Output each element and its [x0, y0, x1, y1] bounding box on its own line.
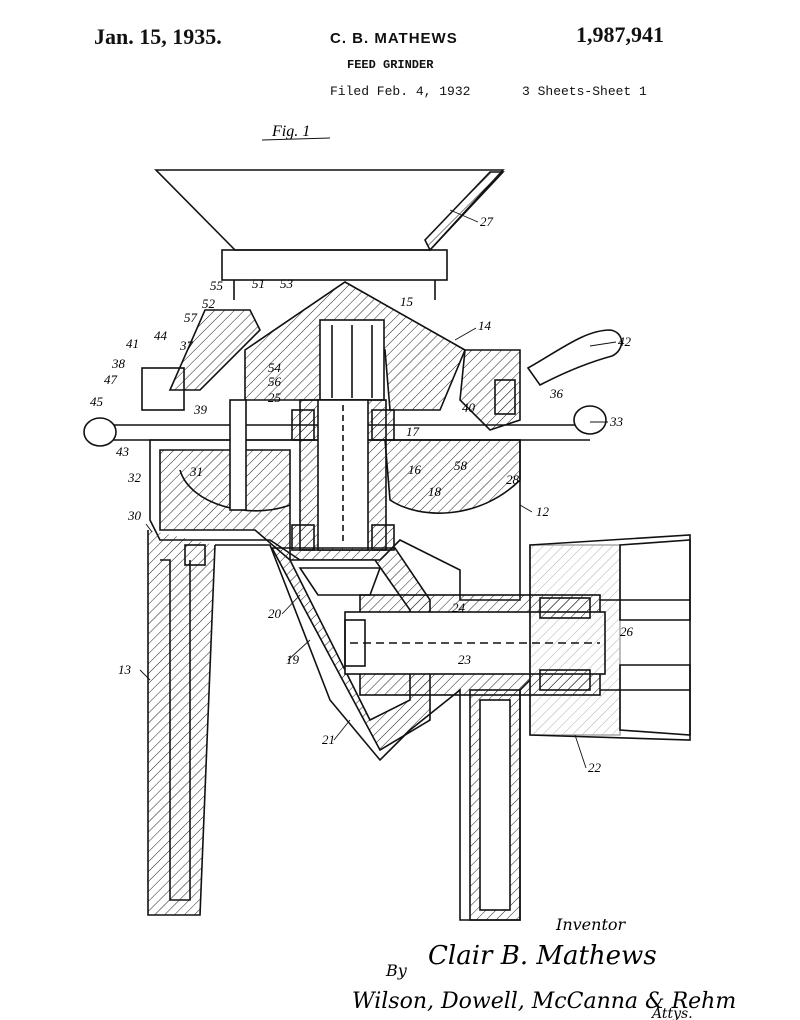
main-casing — [149, 399, 521, 601]
ref-45: 45 — [90, 394, 104, 409]
pulley — [529, 534, 691, 741]
ref-37: 37 — [179, 338, 194, 353]
patent-number: 1,987,941 — [576, 22, 664, 47]
ref-33: 33 — [609, 414, 624, 429]
rotor-cone — [244, 281, 467, 411]
hopper — [154, 169, 505, 300]
ref-25: 25 — [268, 390, 282, 405]
ref-55: 55 — [210, 278, 224, 293]
ref-40: 40 — [462, 400, 476, 415]
ref-17: 17 — [406, 424, 420, 439]
ref-57: 57 — [184, 310, 198, 325]
ref-32: 32 — [127, 470, 142, 485]
patent-title: FEED GRINDER — [347, 58, 434, 72]
ref-28: 28 — [506, 472, 520, 487]
ref-15: 15 — [400, 294, 414, 309]
ref-53: 53 — [280, 276, 294, 291]
attys-label: Attys. — [650, 1006, 693, 1020]
ref-18: 18 — [428, 484, 442, 499]
patent-date: Jan. 15, 1935. — [94, 24, 222, 49]
ref-31: 31 — [189, 464, 203, 479]
ref-20: 20 — [268, 606, 282, 621]
ref-22: 22 — [588, 760, 602, 775]
ref-54: 54 — [268, 360, 282, 375]
ref-42: 42 — [618, 334, 632, 349]
attorney-signature: Wilson, Dowell, McCanna & Rehm — [352, 989, 736, 1014]
ref-21: 21 — [322, 732, 335, 747]
ref-39: 39 — [193, 402, 208, 417]
ref-52: 52 — [202, 296, 216, 311]
signature-block: Inventor By Clair B. Mathews Wilson, Dow… — [352, 915, 736, 1020]
ref-19: 19 — [286, 652, 300, 667]
ref-58: 58 — [454, 458, 468, 473]
sheet-count: 3 Sheets-Sheet 1 — [522, 84, 647, 99]
by-label: By — [385, 961, 408, 980]
ref-30: 30 — [127, 508, 142, 523]
ref-47: 47 — [104, 372, 118, 387]
inventor-label: Inventor — [555, 915, 627, 934]
ref-16: 16 — [408, 462, 422, 477]
ref-14: 14 — [478, 318, 492, 333]
ref-12: 12 — [536, 504, 550, 519]
ref-23: 23 — [458, 652, 472, 667]
ref-44: 44 — [154, 328, 168, 343]
reference-numerals: 27 55 51 53 52 57 15 14 42 41 44 37 54 5… — [90, 214, 634, 775]
filed-date: Filed Feb. 4, 1932 — [330, 84, 471, 99]
adjusting-handle — [526, 329, 623, 387]
ref-24: 24 — [452, 600, 466, 615]
leader-lines — [139, 209, 617, 769]
frame-base — [147, 530, 531, 921]
ref-51: 51 — [252, 276, 265, 291]
ref-56: 56 — [268, 374, 282, 389]
figure-label: Fig. 1 — [271, 123, 310, 140]
ref-26: 26 — [620, 624, 634, 639]
vertical-shaft — [291, 399, 395, 551]
ref-38: 38 — [111, 356, 126, 371]
ref-41: 41 — [126, 336, 139, 351]
inventor-signature: Clair B. Mathews — [428, 941, 657, 971]
ref-36: 36 — [549, 386, 564, 401]
ref-43: 43 — [116, 444, 130, 459]
ref-13: 13 — [118, 662, 132, 677]
inventor-name: C. B. MATHEWS — [330, 30, 458, 47]
ref-27: 27 — [480, 214, 494, 229]
